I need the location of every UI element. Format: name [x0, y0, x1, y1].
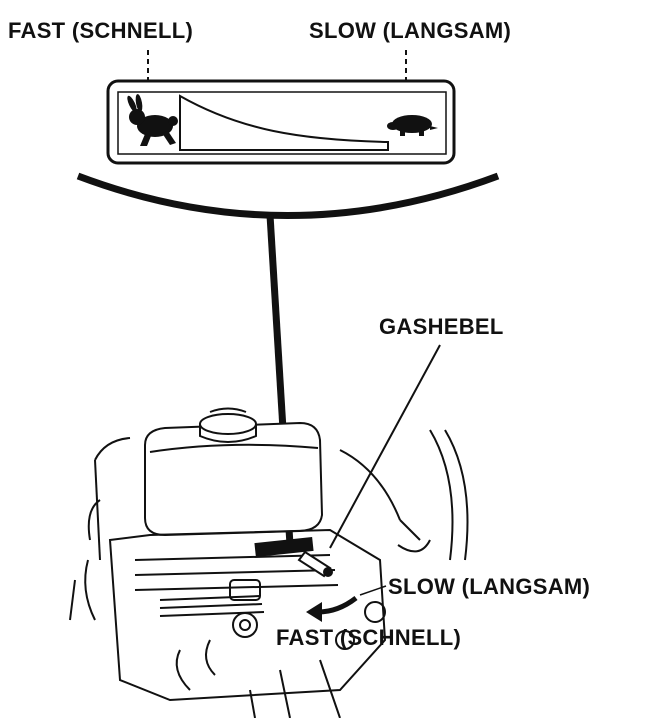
rabbit-icon: [127, 94, 178, 146]
gashebel-label: GASHEBEL: [379, 314, 504, 339]
lens-arc: [76, 172, 500, 219]
throttle-indicator-plate: [106, 79, 456, 165]
gashebel-leader: [329, 344, 441, 549]
throttle-lever: [254, 537, 333, 578]
slow-label-bottom: SLOW (LANGSAM): [388, 574, 591, 599]
slow-bottom-leader: [359, 585, 387, 596]
fast-label-top: FAST (SCHNELL): [8, 18, 194, 43]
slow-label-top: SLOW (LANGSAM): [309, 18, 512, 43]
engine-illustration: [69, 407, 469, 718]
fast-label-bottom: FAST (SCHNELL): [276, 625, 462, 650]
leader-lines-top: [147, 50, 407, 80]
turtle-icon: [387, 115, 438, 136]
direction-arrow: [306, 596, 358, 622]
